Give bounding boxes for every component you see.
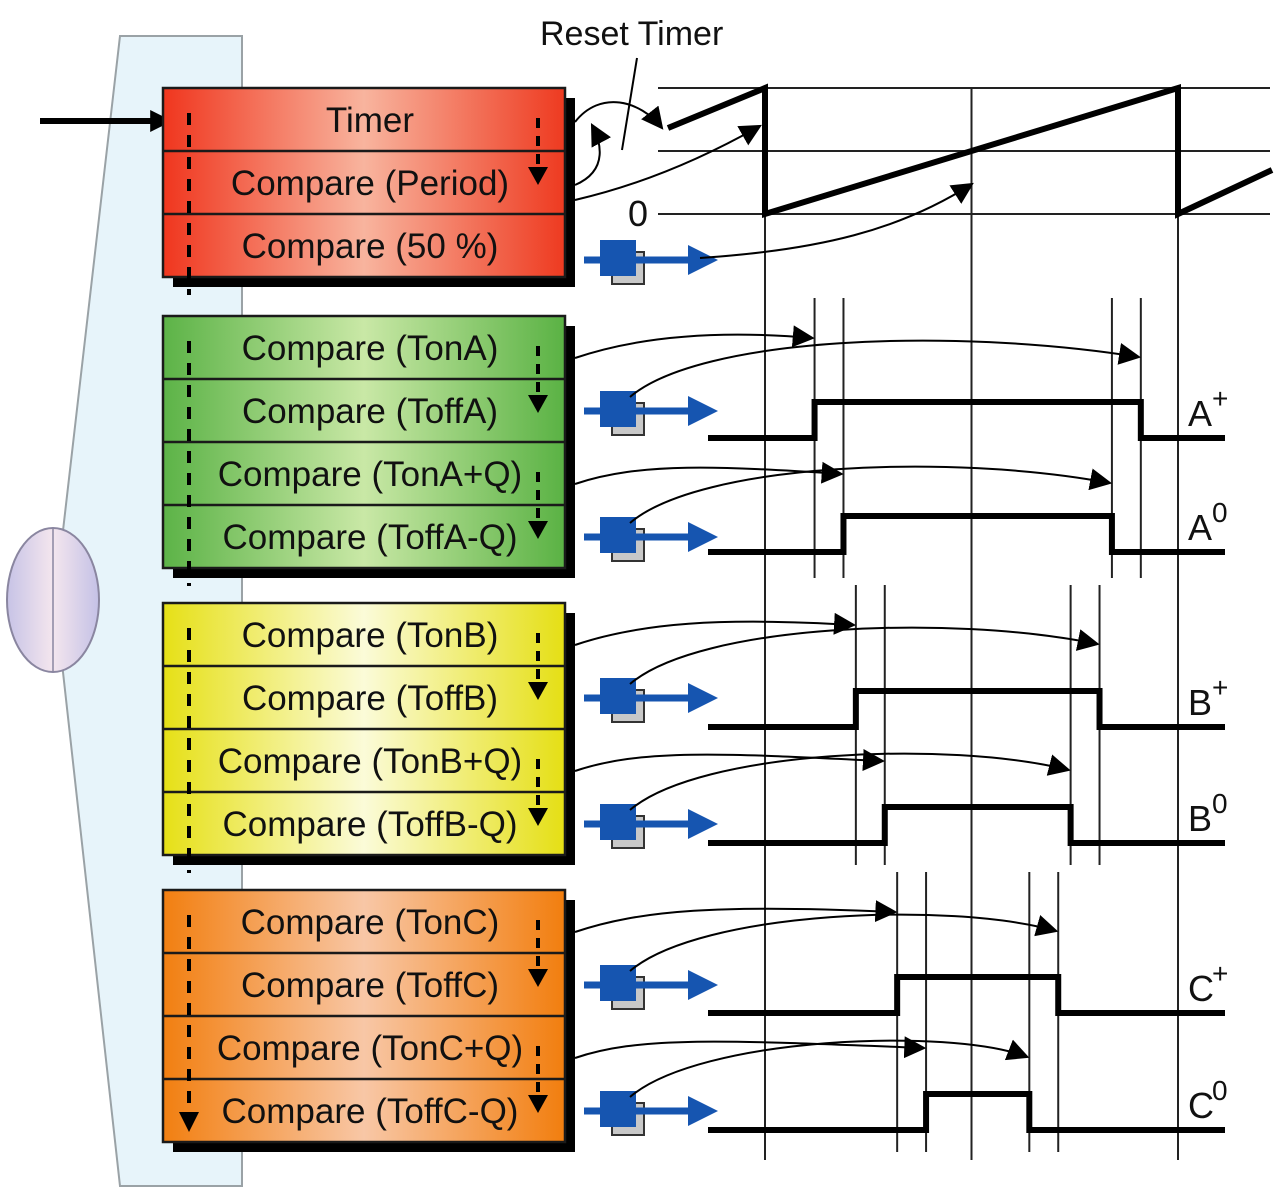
compare-block-group-a: Compare (TonA) Compare (ToffA) Compare (To… <box>161 314 575 586</box>
register-row-label: Timer <box>326 101 414 140</box>
output-arrow-icon <box>688 809 718 839</box>
on-compare-arrow <box>574 1036 927 1059</box>
signal-label: A <box>1188 507 1212 548</box>
register-row-label: Compare (TonC) <box>241 903 500 942</box>
sequence-arrow-icon <box>528 969 548 987</box>
output-icon <box>584 804 718 849</box>
output-arrow-icon <box>688 522 718 552</box>
signal-label: C <box>1188 1085 1214 1126</box>
pwm-waveform <box>708 513 1225 555</box>
signal-label-superscript: 0 <box>1212 788 1228 819</box>
off-compare-arrow <box>629 752 1071 811</box>
on-compare-arrow <box>574 612 857 646</box>
output-icon <box>584 965 718 1010</box>
sequence-arrow-icon <box>528 167 548 185</box>
register-row-label: Compare (ToffC-Q) <box>222 1092 519 1131</box>
period-reset-arrow <box>574 123 612 186</box>
off-compare-arrow <box>629 913 1059 972</box>
output-arrow-icon <box>688 683 718 713</box>
register-row-label: Compare (TonB) <box>242 616 499 655</box>
register-row-label: Compare (ToffB-Q) <box>223 805 518 844</box>
signal-label-superscript: 0 <box>1212 497 1228 528</box>
signal-label-superscript: + <box>1212 672 1228 703</box>
zero-axis-label: 0 <box>628 193 648 234</box>
off-compare-arrow <box>629 1039 1030 1098</box>
reset-timer-label: Reset Timer <box>540 15 723 53</box>
pwm-waveform <box>708 1091 1225 1133</box>
register-row-label: Compare (ToffB) <box>242 679 498 718</box>
output-icon <box>584 1091 718 1136</box>
register-row-label: Compare (ToffA-Q) <box>223 518 518 557</box>
output-latch-icon <box>600 240 636 276</box>
output-icon <box>584 678 718 723</box>
half-period-compare-arrow <box>699 182 974 259</box>
output-icon-timer <box>584 240 718 285</box>
off-compare-arrow <box>629 465 1113 524</box>
pwm-waveform <box>708 399 1225 441</box>
on-compare-arrow <box>574 461 844 485</box>
output-arrow-icon <box>688 1096 718 1126</box>
timer-counter-sawtooth <box>666 83 1274 219</box>
on-compare-arrow <box>574 325 815 359</box>
signal-label: C <box>1188 968 1214 1009</box>
output-icon <box>584 517 718 562</box>
sequence-arrow-icon <box>528 1095 548 1113</box>
register-row-label: Compare (TonB+Q) <box>218 742 522 781</box>
sequence-arrow-icon <box>528 682 548 700</box>
signal-Bplus: B+ <box>574 585 1228 865</box>
register-row-label: Compare (TonA+Q) <box>218 455 522 494</box>
signal-label: A <box>1188 393 1212 434</box>
output-arrow-icon <box>688 970 718 1000</box>
period-compare-arrow <box>574 124 762 201</box>
off-compare-arrow <box>629 626 1100 685</box>
register-row-label: Compare (TonC+Q) <box>217 1029 523 1068</box>
signal-label-superscript: 0 <box>1212 1075 1228 1106</box>
signal-label-superscript: + <box>1212 383 1228 414</box>
on-compare-arrow <box>574 749 885 772</box>
register-row-label: Compare (ToffA) <box>242 392 498 431</box>
pwm-waveform <box>708 974 1225 1016</box>
on-compare-arrow <box>574 900 898 933</box>
output-arrow-icon <box>688 245 718 275</box>
sequence-arrow-icon <box>528 521 548 539</box>
compare-block-group-b: Compare (TonB) Compare (ToffB) Compare (To… <box>161 601 575 873</box>
output-icon <box>584 391 718 436</box>
signal-label: B <box>1188 798 1212 839</box>
off-compare-arrow <box>629 339 1142 398</box>
pwm-waveform <box>708 804 1225 846</box>
register-row-label: Compare (TonA) <box>242 329 499 368</box>
signal-label-superscript: + <box>1212 958 1228 989</box>
register-row-label: Compare (Period) <box>231 164 509 203</box>
scan-end-arrow-icon <box>179 1112 199 1132</box>
register-row-label: Compare (50 %) <box>242 227 499 266</box>
output-arrow-icon <box>688 396 718 426</box>
reset-arrow <box>574 101 664 130</box>
block-body <box>161 86 567 279</box>
signal-label: B <box>1188 682 1212 723</box>
sequence-arrow-icon <box>528 808 548 826</box>
pwm-waveform <box>708 688 1225 730</box>
sequence-arrow-icon <box>528 395 548 413</box>
register-row-label: Compare (ToffC) <box>241 966 499 1005</box>
signal-Czero: C0 <box>574 1036 1228 1133</box>
compare-block-group-c: Compare (TonC) Compare (ToffC) Compare (To… <box>161 888 575 1152</box>
